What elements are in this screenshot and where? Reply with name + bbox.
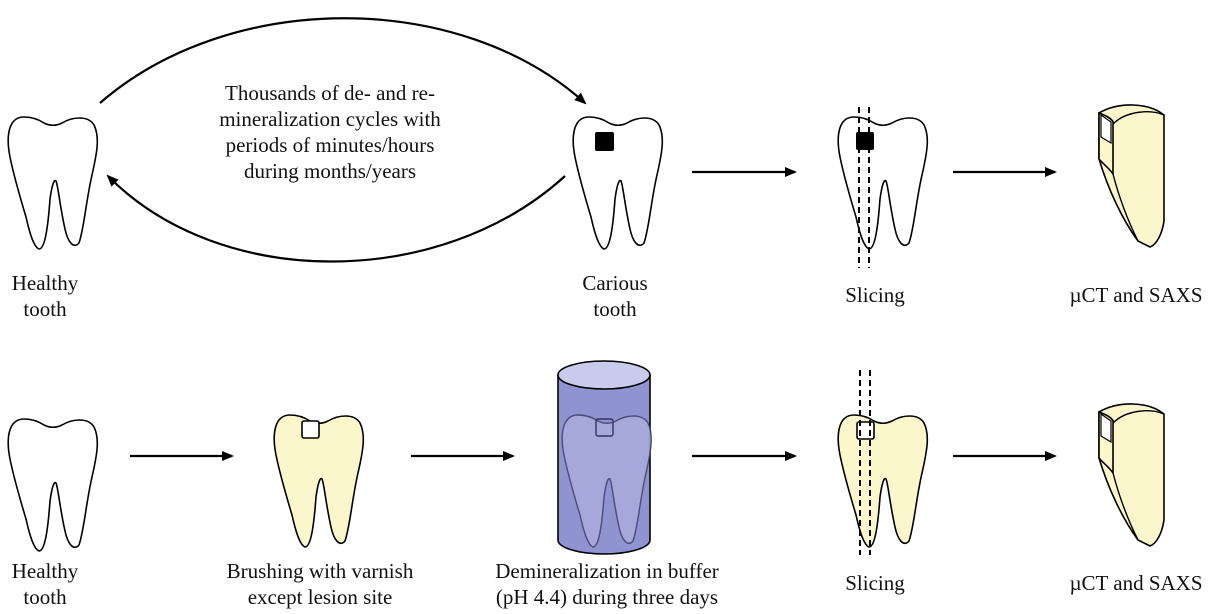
slicing-label: Slicing [820,282,930,308]
sliced-carious-tooth-icon [838,107,927,268]
healthy-tooth-label: Healthy tooth [0,270,90,322]
sliced-varnished-tooth-icon [838,370,927,555]
carious-tooth-icon [573,117,662,249]
tooth-slice-icon-bottom [1099,404,1164,546]
healthy-tooth-label-bottom: Healthy tooth [0,558,90,610]
slicing-label-bottom: Slicing [820,570,930,596]
demineralization-label: Demineralization in buffer (pH 4.4) duri… [462,558,752,610]
healthy-tooth-icon-bottom [8,419,97,551]
buffer-beaker-icon [558,361,651,554]
lesion-window [302,421,319,438]
carious-lesion [595,132,614,151]
analysis-label-bottom: µCT and SAXS [1046,570,1226,596]
carious-tooth-label: Carious tooth [560,270,670,322]
cycle-arrow-lower [108,176,565,262]
analysis-label: µCT and SAXS [1046,282,1226,308]
healthy-tooth-icon [8,117,97,249]
brushing-label: Brushing with varnish except lesion site [195,558,445,610]
cycle-description: Thousands of de- and re- mineralization … [180,80,480,184]
varnished-tooth-icon [274,415,363,547]
tooth-slice-icon [1099,105,1164,247]
